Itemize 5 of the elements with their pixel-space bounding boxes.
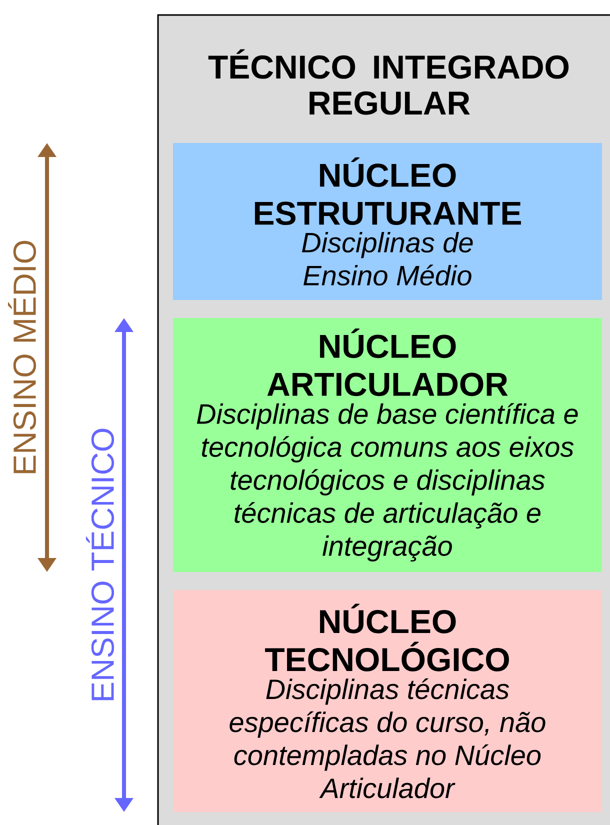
section-box: NÚCLEO TECNOLÓGICO Disciplinas técnicas específicas do curso, não contempladas no Núcleo Articulador (173, 590, 602, 812)
section-box: NÚCLEO ESTRUTURANTE Disciplinas de Ensino Médio (173, 143, 602, 300)
range-label: ENSINO MÉDIO (8, 240, 36, 474)
range-label: ENSINO TÉCNICO (86, 428, 114, 700)
section-box: NÚCLEO ARTICULADOR Disciplinas de base científica e tecnológica comuns aos eixos tecnológicos e disciplinas técnicas de articulação e integração (173, 318, 602, 572)
